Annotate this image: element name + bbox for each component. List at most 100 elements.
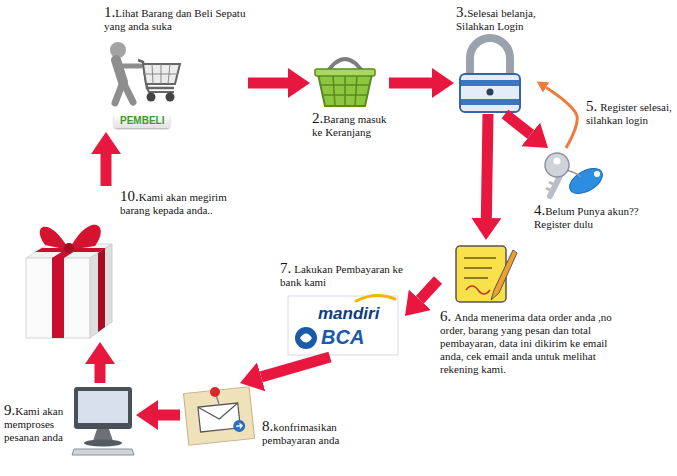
step-node: 10.Kami akan megirim barang kepada anda.…	[20, 186, 229, 342]
shopper-icon	[144, 64, 178, 84]
payment-note-icon	[236, 423, 242, 429]
payment-note-icon	[198, 403, 239, 421]
bank-logo-text: mandiri	[318, 304, 379, 324]
padlock-icon	[487, 89, 494, 96]
step-caption: 10.Kami akan megirim barang kepada anda.…	[120, 190, 248, 217]
step-number: 3.	[456, 4, 467, 20]
computer-icon	[93, 429, 113, 441]
gift-box-icon	[69, 225, 101, 250]
keys-icon	[566, 170, 581, 177]
step-text: Lihat Barang dan Beli Sepatu yang anda s…	[104, 7, 245, 32]
step-node: 2.Barang masuk ke Keranjang	[310, 46, 389, 140]
step-caption: 3.Selesai belanja, Silahkan Login	[456, 6, 556, 33]
keys-icon	[565, 163, 606, 198]
bank-logo-panel	[288, 295, 398, 355]
step-node: 4.Belum Punya akun?? Register dulu	[532, 148, 641, 232]
bank-logo-panel	[356, 295, 395, 301]
buyer-badge: PEMBELI	[114, 114, 170, 128]
keys-icon	[594, 171, 600, 177]
step-text: Belum Punya akun?? Register dulu	[534, 205, 639, 230]
basket-icon	[315, 59, 375, 106]
payment-note-icon	[233, 419, 246, 432]
shopper-icon	[166, 93, 175, 102]
flow-arrow	[486, 114, 488, 218]
step-number: 1.	[104, 4, 115, 20]
order-note-icon	[466, 286, 490, 294]
flow-arrow	[95, 364, 106, 383]
payment-note-icon	[210, 387, 220, 397]
flow-arrow	[248, 78, 288, 89]
basket-icon	[320, 76, 370, 106]
padlock-icon	[460, 74, 520, 112]
step-number: 8.	[262, 418, 273, 434]
order-note-icon	[456, 246, 517, 302]
step-number: 7.	[280, 260, 291, 276]
step-text: konfrimasikan pembayaran anda	[262, 421, 339, 446]
step-caption: 5.Register selesai, silahkan login	[586, 100, 672, 127]
step-text: Barang masuk ke Keranjang	[312, 113, 386, 138]
step-node: 3.Selesai belanja, Silahkan Login	[454, 2, 538, 114]
padlock-icon	[470, 38, 510, 76]
step-number: 6.	[440, 308, 451, 324]
step-caption: 8.konfrimasikan pembayaran anda	[262, 420, 358, 447]
step-number: 4.	[534, 202, 545, 218]
keys-icon	[550, 176, 560, 196]
flow-arrow	[158, 410, 180, 421]
bank-logo-panel	[295, 327, 317, 349]
step-caption: 2.Barang masuk ke Keranjang	[312, 112, 398, 139]
step-node: 9.Kami akan memproses pesanan anda	[2, 383, 136, 457]
flow-arrow	[420, 280, 438, 300]
step-node: 5.Register selesai, silahkan login	[584, 96, 674, 128]
step-node: 8.konfrimasikan pembayaran anda	[180, 383, 342, 449]
step-number: 9.	[4, 402, 15, 418]
gift-box-icon	[90, 244, 112, 338]
bank-logo-panel	[300, 334, 312, 343]
basket-icon	[318, 74, 372, 106]
keys-icon	[545, 153, 569, 177]
shopper-icon	[147, 93, 156, 102]
computer-icon	[74, 387, 132, 429]
step-text: Lakukan Pembayaran ke bank kami	[280, 263, 403, 288]
gift-box-icon	[98, 248, 105, 332]
step-caption: 9.Kami akan memproses pesanan anda	[4, 404, 70, 444]
computer-icon	[72, 387, 134, 455]
flow-arrow	[101, 154, 112, 186]
step-caption: 4.Belum Punya akun?? Register dulu	[534, 204, 646, 231]
step-caption: 7.Lakukan Pembayaran ke bank kami	[280, 262, 412, 289]
flow-arrow	[389, 78, 432, 89]
step-node: 1.Lihat Barang dan Beli Sepatu yang anda…	[98, 2, 248, 132]
padlock-icon	[461, 99, 519, 105]
gift-box-icon	[52, 258, 64, 338]
shopper-icon	[143, 64, 180, 84]
bank-logo-panel	[288, 296, 398, 355]
shopper-icon	[115, 82, 133, 103]
order-note-icon	[464, 258, 496, 278]
order-note-icon	[491, 250, 517, 300]
keys-icon	[546, 182, 555, 191]
bank-logo-text: BCA	[321, 326, 364, 349]
flow-arrow	[505, 114, 531, 134]
gift-box-icon	[26, 225, 112, 338]
flow-arrow	[546, 87, 577, 148]
step-text: Register selesai, silahkan login	[586, 101, 672, 126]
gift-box-icon	[64, 243, 74, 253]
step-number: 10.	[120, 188, 139, 204]
step-node: 6.Anda menerima data order anda ,no orde…	[438, 240, 614, 377]
keys-icon	[545, 153, 607, 199]
padlock-icon	[461, 80, 519, 86]
keys-icon	[554, 158, 561, 165]
basket-icon	[315, 69, 375, 76]
computer-icon	[78, 391, 128, 423]
shopper-icon	[110, 42, 180, 103]
step-number: 2.	[312, 110, 323, 126]
gift-box-icon	[26, 258, 90, 338]
step-caption: 6.Anda menerima data order anda ,no orde…	[440, 310, 616, 376]
step-text: Anda menerima data order anda ,no order,…	[440, 311, 612, 375]
step-caption: 1.Lihat Barang dan Beli Sepatu yang anda…	[104, 6, 264, 33]
computer-icon	[72, 449, 134, 455]
padlock-icon	[460, 38, 520, 112]
